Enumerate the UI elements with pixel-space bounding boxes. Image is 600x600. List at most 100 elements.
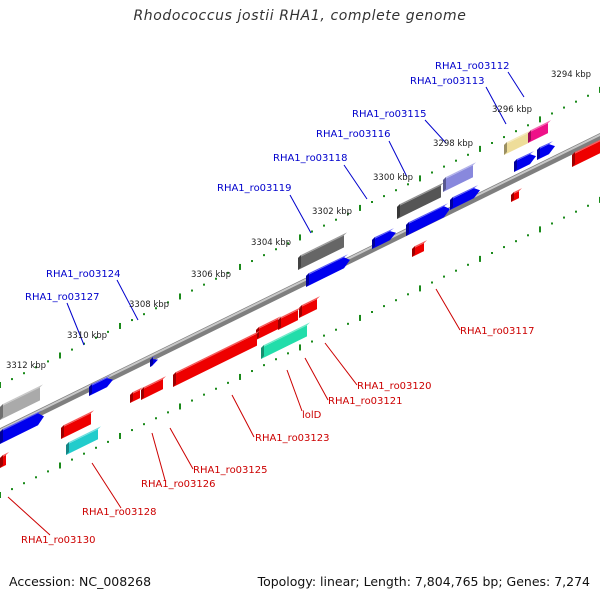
gene-reverse xyxy=(261,322,310,359)
gene-reverse-top xyxy=(278,307,301,320)
gene-reverse-side xyxy=(173,372,176,387)
scale-label: 3304 kbp xyxy=(251,238,291,248)
gene-forward-side xyxy=(443,177,446,192)
gene-forward xyxy=(504,130,531,155)
gene-forward xyxy=(0,410,44,444)
gene-reverse-top xyxy=(299,296,320,308)
gene-forward xyxy=(372,228,396,249)
gene-forward-side xyxy=(397,204,400,219)
gene-reverse-side xyxy=(141,387,144,400)
gene-forward-side xyxy=(306,273,309,287)
gene-features xyxy=(0,120,600,468)
gene-forward xyxy=(89,375,113,396)
callout-line xyxy=(424,119,447,144)
gene-forward-body xyxy=(528,123,548,143)
gene-forward-side xyxy=(406,222,409,236)
callout-line xyxy=(485,86,507,125)
gene-forward-body xyxy=(0,413,44,444)
gene-forward xyxy=(443,162,476,192)
gene-forward-top xyxy=(406,203,448,225)
gene-label-forward[interactable]: RHA1_ro03127 xyxy=(25,292,100,303)
gene-reverse-side xyxy=(412,246,415,257)
callout-line xyxy=(388,140,408,178)
gene-reverse-body xyxy=(66,429,98,455)
callout-line xyxy=(116,279,139,321)
gene-forward-body xyxy=(443,165,473,192)
gene-reverse-body xyxy=(572,141,600,167)
gene-forward xyxy=(537,141,555,160)
gene-label-forward[interactable]: RHA1_ro03112 xyxy=(435,61,510,72)
gene-reverse-top xyxy=(572,139,600,155)
gene-label-reverse[interactable]: RHA1_ro03126 xyxy=(141,479,216,490)
gene-forward-body xyxy=(514,154,536,172)
gene-forward-body xyxy=(537,144,555,160)
gene-forward-top xyxy=(537,141,553,150)
gene-label-reverse[interactable]: RHA1_ro03123 xyxy=(255,433,330,444)
gene-reverse-top xyxy=(173,330,260,375)
gene-reverse-side xyxy=(130,392,133,403)
gene-label-forward[interactable]: RHA1_ro03116 xyxy=(316,129,391,140)
callout-line xyxy=(304,357,329,401)
gene-forward-top xyxy=(0,410,42,432)
gene-label-reverse[interactable]: RHA1_ro03117 xyxy=(460,326,535,337)
gene-reverse-top xyxy=(261,322,310,348)
gene-forward-side xyxy=(528,130,531,143)
gene-reverse-top xyxy=(130,387,143,395)
callout-line xyxy=(435,288,461,331)
gene-forward-side xyxy=(450,197,453,210)
gene-forward-top xyxy=(89,375,111,387)
gene-label-forward[interactable]: RHA1_ro03115 xyxy=(352,109,427,120)
gene-forward-side xyxy=(150,357,153,367)
callout-line xyxy=(231,394,255,438)
gene-reverse-body xyxy=(299,299,317,318)
gene-label-reverse[interactable]: RHA1_ro03130 xyxy=(21,535,96,546)
gene-forward-top xyxy=(450,185,478,200)
callout-line xyxy=(289,194,312,234)
gene-label-forward[interactable]: RHA1_ro03118 xyxy=(273,153,348,164)
gene-forward-body xyxy=(372,231,396,249)
callout-line xyxy=(7,496,51,536)
gene-forward-top xyxy=(514,151,534,162)
gene-reverse xyxy=(173,330,260,387)
scale-label: 3300 kbp xyxy=(373,173,413,183)
gene-reverse-side xyxy=(61,425,64,439)
gene-forward xyxy=(514,151,536,172)
map-title: Rhodococcus jostii RHA1, complete genome xyxy=(133,8,467,24)
gene-reverse xyxy=(278,307,301,330)
gene-label-reverse[interactable]: RHA1_ro03120 xyxy=(357,381,432,392)
gene-forward-side xyxy=(514,159,517,172)
accession-text: Accession: NC_008268 xyxy=(9,574,152,589)
gene-label-reverse[interactable]: RHA1_ro03125 xyxy=(193,465,268,476)
gene-reverse-body xyxy=(61,413,91,439)
gene-forward-body xyxy=(298,235,344,270)
scale-label: 3306 kbp xyxy=(191,270,231,280)
gene-forward-side xyxy=(372,237,375,249)
gene-forward xyxy=(0,384,43,420)
gene-forward-body xyxy=(89,378,113,396)
gene-forward-side xyxy=(89,384,92,396)
gene-forward xyxy=(406,203,450,236)
gene-reverse-side xyxy=(66,442,69,455)
callout-line xyxy=(286,369,303,412)
callout-line xyxy=(91,462,122,509)
gene-reverse-side xyxy=(511,192,514,202)
gene-label-reverse[interactable]: lolD xyxy=(302,410,322,421)
callout-line xyxy=(507,71,525,98)
gene-reverse-body xyxy=(256,319,278,340)
gene-forward-top xyxy=(0,384,43,407)
gene-forward xyxy=(298,232,347,270)
gene-forward xyxy=(528,120,551,143)
gene-label-reverse[interactable]: RHA1_ro03128 xyxy=(82,507,157,518)
gene-label-forward[interactable]: RHA1_ro03124 xyxy=(46,269,121,280)
gene-forward-top xyxy=(306,254,348,276)
gene-label-forward[interactable]: RHA1_ro03119 xyxy=(217,183,292,194)
scale-label: 3298 kbp xyxy=(433,139,473,149)
gene-label-forward[interactable]: RHA1_ro03113 xyxy=(410,76,485,87)
gene-forward xyxy=(150,356,158,367)
gene-reverse xyxy=(256,316,281,340)
gene-forward-side xyxy=(504,142,507,155)
gene-reverse-side xyxy=(572,152,575,167)
gene-label-reverse[interactable]: RHA1_ro03121 xyxy=(328,396,403,407)
gene-reverse-side xyxy=(278,317,281,330)
